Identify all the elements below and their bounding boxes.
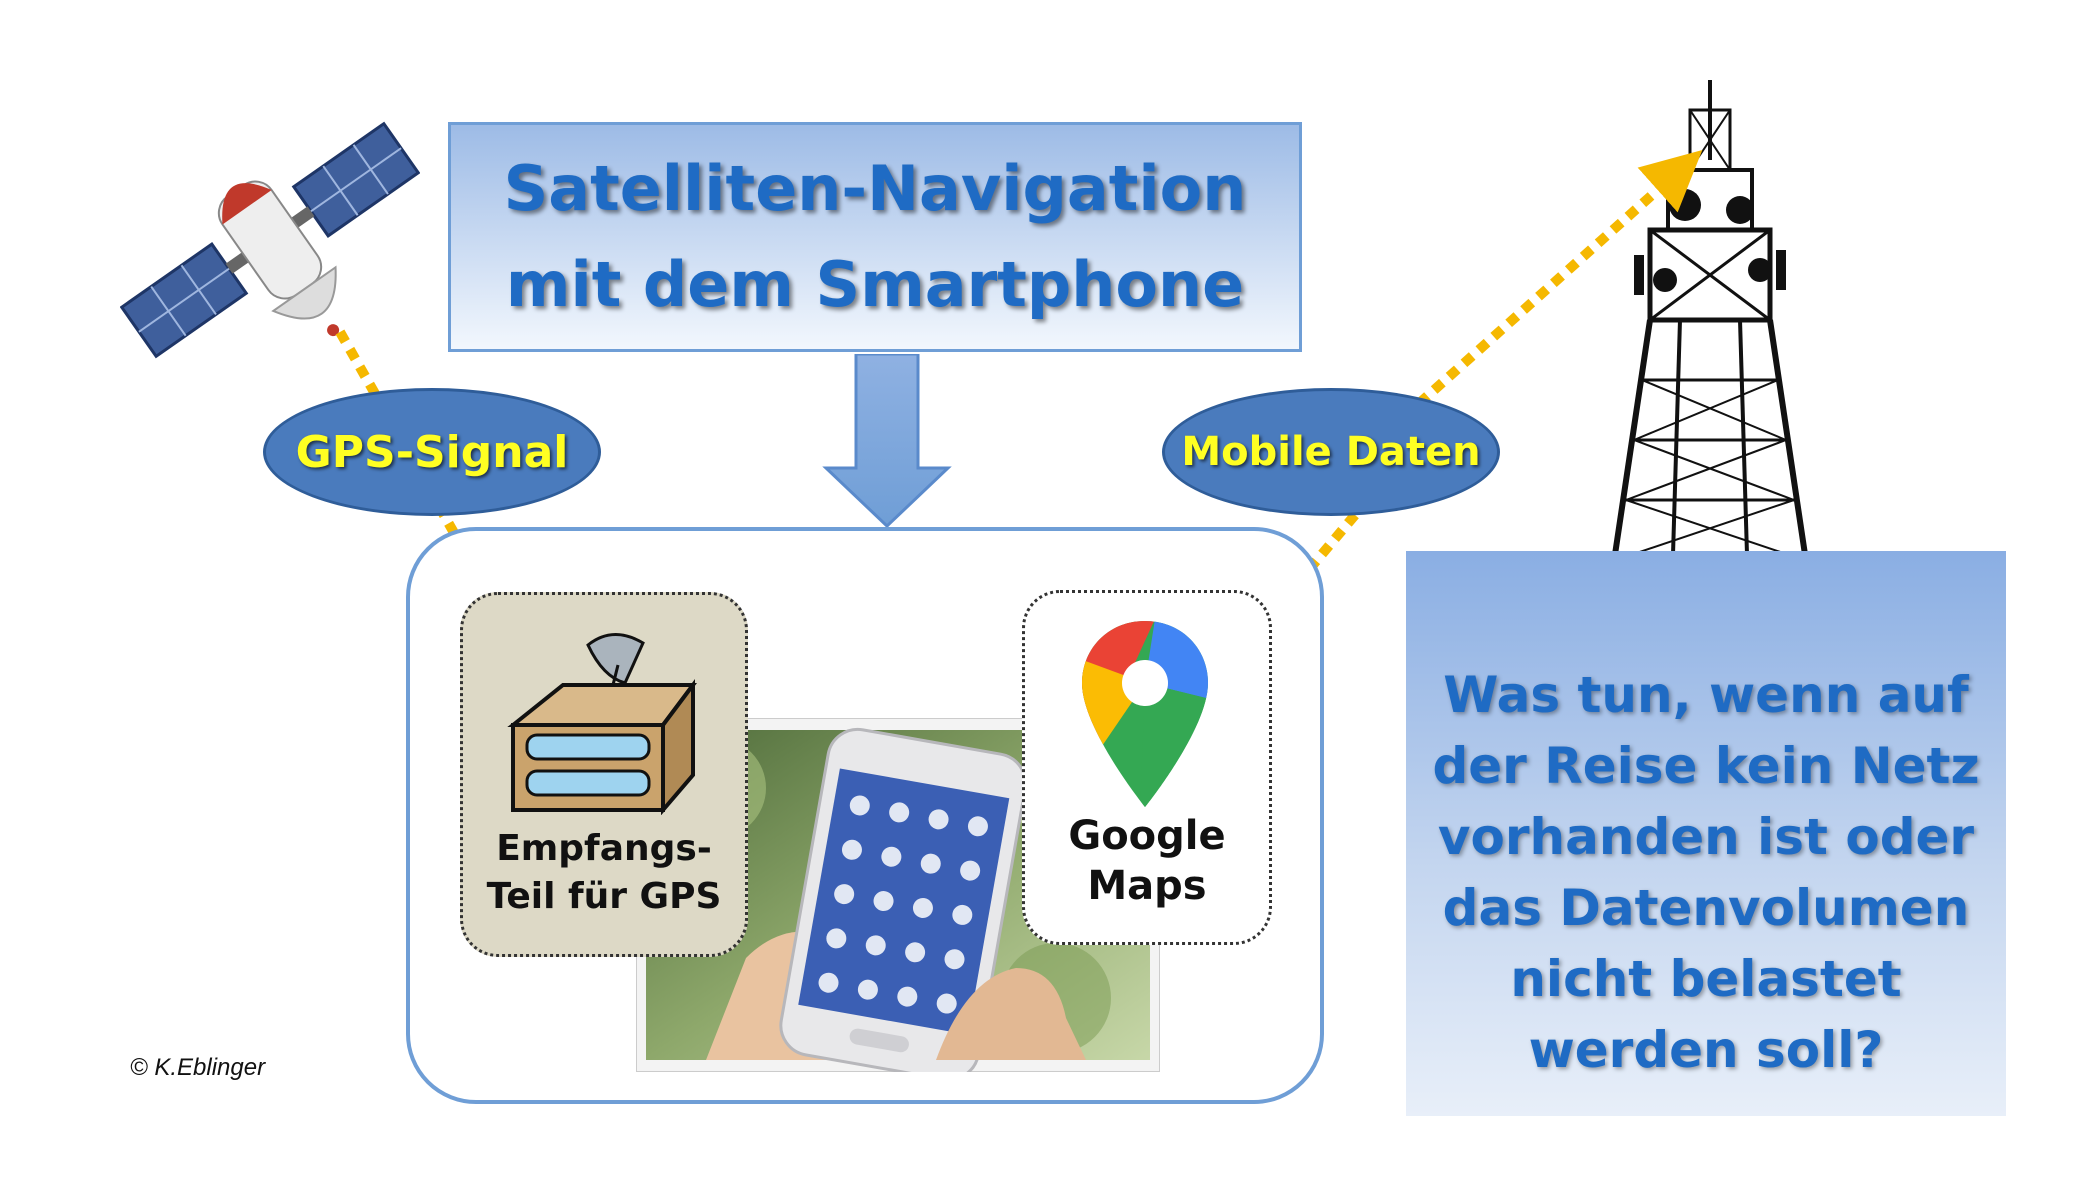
question-box xyxy=(1406,551,2006,1116)
mobile-data-text: Mobile Daten xyxy=(1181,429,1481,475)
title-box: Satelliten-Navigation mit dem Smartphone xyxy=(448,122,1302,352)
google-maps-pin-icon xyxy=(1082,621,1208,807)
maps-card-line-1: Google xyxy=(1068,813,1226,859)
satellite-icon xyxy=(120,121,420,359)
title-line-2: mit dem Smartphone xyxy=(505,248,1245,321)
question-line-4: das Datenvolumen xyxy=(1442,879,1970,937)
title-line-1: Satelliten-Navigation xyxy=(503,152,1247,225)
copyright-notice: © K.Eblinger xyxy=(130,1054,266,1081)
question-line-5: nicht belastet xyxy=(1510,950,1902,1008)
gps-signal-text: GPS-Signal xyxy=(295,426,569,478)
mobile-data-label: Mobile Daten xyxy=(1162,388,1500,516)
maps-card-line-2: Maps xyxy=(1087,863,1207,909)
down-arrow-icon xyxy=(822,354,952,529)
gps-signal-label: GPS-Signal xyxy=(263,388,601,516)
gps-receiver-icon xyxy=(507,633,697,815)
question-line-2: der Reise kein Netz xyxy=(1432,737,1980,795)
question-line-3: vorhanden ist oder xyxy=(1437,808,1975,866)
google-maps-card: Google Maps xyxy=(1022,590,1272,945)
question-line-6: werden soll? xyxy=(1528,1021,1884,1079)
gps-card-line-1: Empfangs- xyxy=(496,828,712,869)
gps-card-line-2: Teil für GPS xyxy=(486,876,722,917)
question-text: Was tun, wenn auf der Reise kein Netz vo… xyxy=(1406,660,2006,1086)
gps-receiver-card: Empfangs- Teil für GPS xyxy=(460,592,748,957)
question-line-1: Was tun, wenn auf xyxy=(1443,666,1969,724)
